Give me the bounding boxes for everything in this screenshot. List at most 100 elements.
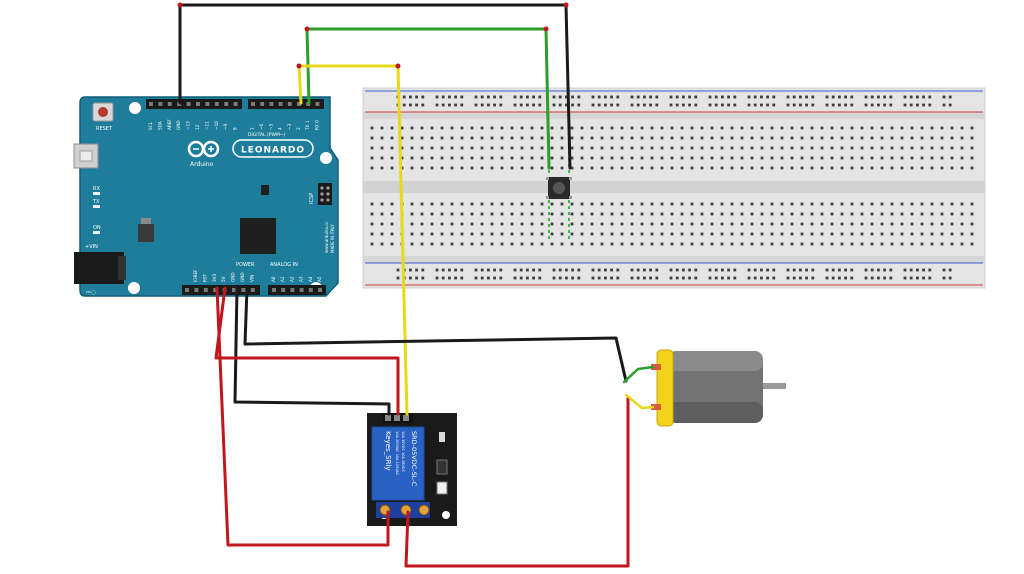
breadboard-hole [970,166,974,170]
breadboard-hole [577,95,581,99]
breadboard-hole [487,95,490,99]
power-jack [74,252,124,284]
breadboard-hole [513,103,517,107]
breadboard-hole [831,95,835,99]
breadboard-hole [690,156,694,160]
breadboard-hole [550,232,554,236]
breadboard-hole [850,126,854,130]
breadboard-hole [490,126,494,130]
breadboard-hole [810,242,814,246]
breadboard-hole [410,156,414,160]
led [93,192,100,195]
breadboard-hole [669,103,673,107]
push-button [546,177,572,199]
breadboard-hole [660,212,664,216]
breadboard-hole [430,202,434,206]
breadboard-hole [519,95,523,99]
breadboard-hole [700,222,704,226]
breadboard-hole [780,146,784,150]
breadboard-hole [558,276,562,280]
header-pin [232,288,236,292]
breadboard-hole [750,242,754,246]
breadboard-hole [950,126,954,130]
breadboard-hole [577,268,581,272]
breadboard-hole [850,222,854,226]
breadboard-hole [597,103,601,107]
breadboard-hole [940,222,944,226]
breadboard-hole [610,146,614,150]
breadboard-hole [750,126,754,130]
breadboard-hole [805,268,808,272]
breadboard-hole [420,202,424,206]
breadboard-hole [643,276,646,280]
breadboard-hole [560,156,564,160]
breadboard-hole [380,146,384,150]
breadboard-hole [760,212,764,216]
breadboard-hole [750,232,754,236]
breadboard-hole [520,222,524,226]
voltage-regulator [138,224,154,242]
pin-label: VIN [249,275,254,282]
breadboard-hole [970,222,974,226]
breadboard-hole [630,95,634,99]
breadboard-hole [850,136,854,140]
breadboard-hole [580,136,584,140]
breadboard-hole [747,103,751,107]
header-pin [194,288,199,292]
breadboard-hole [720,212,724,216]
breadboard-hole [500,232,504,236]
icsp-label: ICSP [309,193,315,204]
breadboard-hole [660,222,664,226]
breadboard-hole [800,156,804,160]
breadboard-hole [480,166,484,170]
breadboard-hole [850,268,854,272]
header-pin [278,102,283,106]
pin-label: ~9 [223,123,228,130]
wires [177,2,655,568]
breadboard-hole [747,95,751,99]
breadboard-hole [948,276,952,280]
header-pin [308,288,313,292]
breadboard-hole [430,166,434,170]
header-pin [269,102,274,106]
breadboard-hole [850,242,854,246]
breadboard-hole [440,232,444,236]
breadboard-hole [510,202,514,206]
breadboard-hole [770,156,774,160]
breadboard-hole [415,103,418,107]
breadboard-hole [942,276,946,280]
breadboard-hole [532,276,535,280]
breadboard-hole [540,126,544,130]
breadboard-hole [825,268,829,272]
breadboard-hole [430,156,434,160]
breadboard-hole [370,242,374,246]
breadboard-hole [450,126,454,130]
breadboard-hole [733,103,737,107]
breadboard-hole [960,126,964,130]
breadboard-hole [694,276,698,280]
breadboard-hole [870,212,874,216]
breadboard-hole [577,276,581,280]
breadboard-hole [940,212,944,216]
breadboard-hole [730,222,734,226]
breadboard-hole [880,212,884,216]
wire-yellow-to-relay-in [297,64,409,416]
breadboard-hole [710,222,714,226]
breadboard-hole [640,166,644,170]
breadboard-hole [470,242,474,246]
breadboard-hole [630,222,634,226]
breadboard-hole [655,95,659,99]
breadboard-hole [930,126,934,130]
reset-button-cap[interactable] [98,107,108,117]
breadboard-hole [970,156,974,160]
breadboard-hole [448,95,451,99]
breadboard-hole [688,95,691,99]
breadboard-hole [510,222,514,226]
breadboard-hole [630,166,634,170]
breadboard-hole [922,95,925,99]
breadboard-hole [680,242,684,246]
breadboard-hole [970,136,974,140]
breadboard-hole [708,268,712,272]
motor-end-cap [656,349,674,427]
breadboard-hole [430,222,434,226]
